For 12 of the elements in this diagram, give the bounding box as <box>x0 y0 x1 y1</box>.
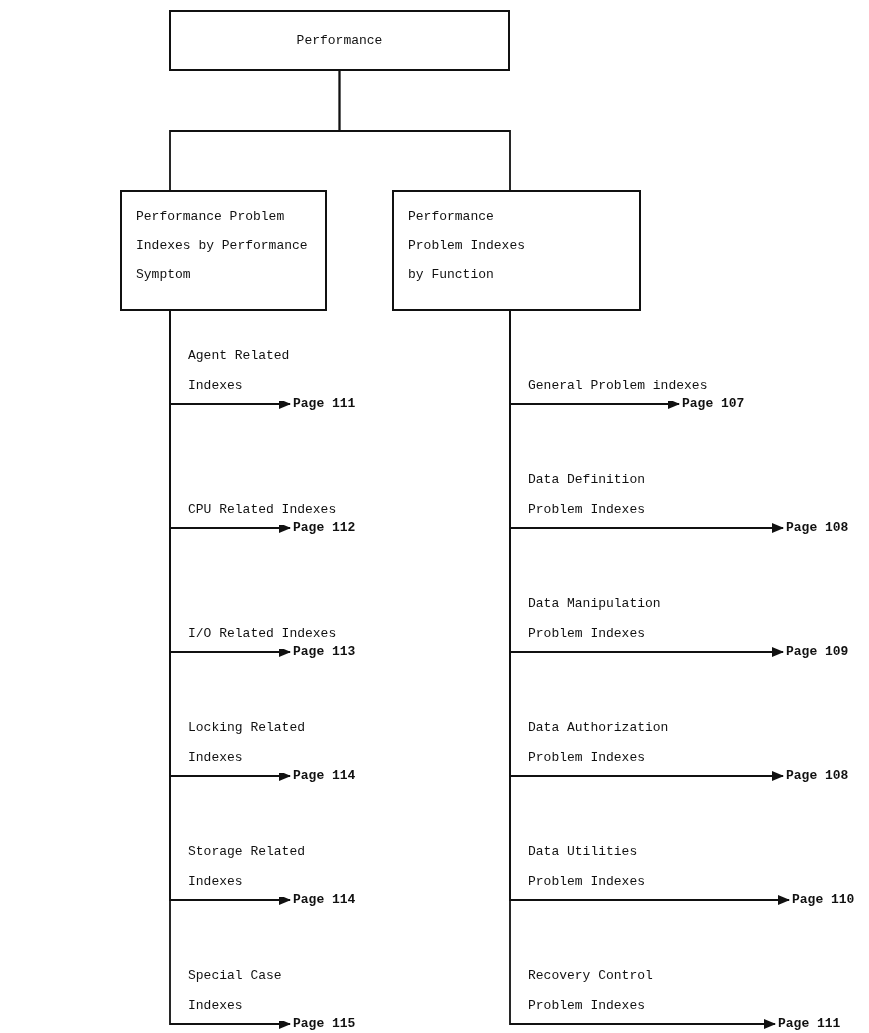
page-reference: Page 110 <box>792 891 855 909</box>
box-title: Performance Problem Indexes by Function <box>408 208 527 284</box>
box-title: Performance Problem Indexes by Performance Symptom <box>136 208 309 284</box>
box-title: Performance <box>296 32 383 50</box>
page-reference: Page 108 <box>786 519 849 537</box>
category-box <box>120 190 327 311</box>
page-reference: Page 109 <box>786 643 849 661</box>
page-reference: Page 108 <box>786 767 849 785</box>
category-box <box>169 10 510 71</box>
connector-line <box>338 70 511 191</box>
category-box <box>392 190 641 311</box>
page-reference: Page 111 <box>778 1015 841 1033</box>
